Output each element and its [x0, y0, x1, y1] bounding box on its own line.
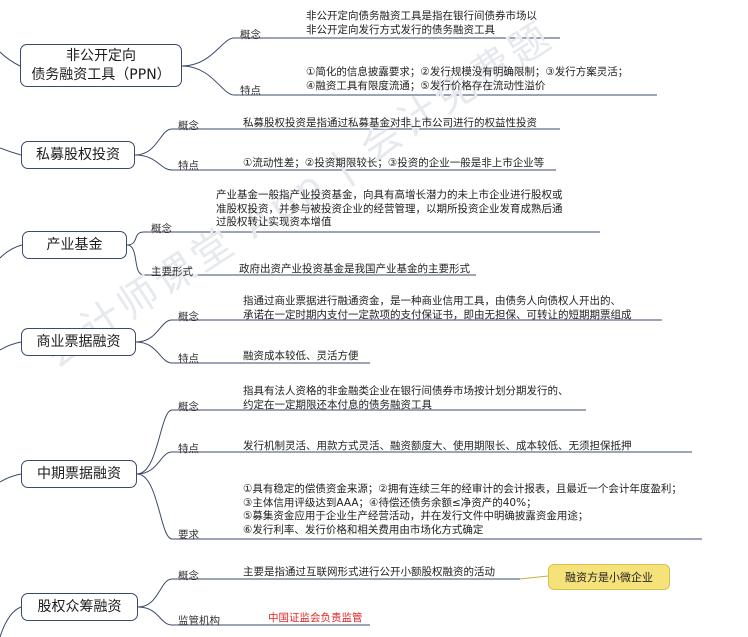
trunk-pe	[0, 147, 22, 156]
label-ec-concept: 概念	[178, 570, 199, 582]
connector-3-0	[135, 319, 662, 343]
node-industry-fund[interactable]: 产业基金	[22, 231, 127, 259]
connector-0-1	[181, 65, 657, 96]
trunk-cp	[0, 341, 22, 351]
label-ec-regulator: 监管机构	[178, 615, 220, 627]
label-mtn-requirement: 要求	[178, 529, 199, 541]
label-cp-feature: 特点	[178, 353, 199, 365]
text-pe-feature: ①流动性差；②投资期限较长；③投资的企业一般是非上市企业等	[243, 157, 545, 169]
text-cp-concept: 指通过商业票据进行融通资金，是一种商业信用工具，由债务人向债权人开出的、承诺在一…	[243, 295, 632, 321]
label-mtn-feature: 特点	[178, 443, 199, 455]
label-cp-concept: 概念	[178, 311, 199, 323]
label-mtn-concept: 概念	[178, 401, 199, 413]
trunk-ppn	[0, 51, 21, 67]
text-mtn-requirement: ①具有稳定的偿债资金来源；②拥有连续三年的经审计的会计报表，且最近一个会计年度盈…	[243, 483, 682, 536]
label-pe-feature: 特点	[178, 160, 199, 172]
text-ec-concept: 主要是指通过互联网形式进行公开小额股权融资的活动	[243, 566, 495, 578]
node-ppn[interactable]: 非公开定向债务融资工具（PPN）	[20, 44, 182, 87]
text-if-concept: 产业基金一般指产业投资基金，向具有高增长潜力的未上市企业进行股权或准股权投资，并…	[216, 189, 563, 228]
connector-3-1	[135, 341, 370, 364]
text-if-form: 政府出资产业投资基金是我国产业基金的主要形式	[239, 263, 470, 275]
connector-5-0	[137, 578, 520, 608]
connector-2-0	[126, 231, 600, 246]
text-mtn-concept: 指具有法人资格的非金融类企业在银行间债券市场按计划分期发行的、约定在一定期限还本…	[243, 385, 569, 411]
text-cp-feature: 融资成本较低、灵活方便	[243, 350, 359, 362]
trunk-if	[0, 244, 23, 259]
connector-4-1	[136, 451, 692, 475]
node-ppn-line1: 非公开定向	[65, 47, 136, 64]
connector-0-0	[181, 37, 560, 67]
connector-1-1	[134, 154, 556, 171]
trunk-ec	[0, 606, 22, 637]
text-pe-concept: 私募股权投资是指通过私募基金对非上市公司进行的权益性投资	[243, 117, 537, 129]
node-medium-term-note[interactable]: 中期票据融资	[21, 460, 137, 488]
connector-2-1	[126, 244, 476, 276]
label-ppn-concept: 概念	[240, 29, 261, 41]
text-ppn-feature: ①简化的信息披露要求；②发行规模没有明确限制；③发行方案灵活；④融资工具有限度流…	[306, 66, 629, 92]
label-if-form: 主要形式	[151, 266, 193, 278]
node-equity-crowdfunding[interactable]: 股权众筹融资	[21, 593, 138, 621]
connector-4-2	[136, 473, 702, 540]
connector-4-0	[136, 409, 586, 475]
trunk-mtn	[0, 473, 22, 483]
node-ppn-line2: 债务融资工具（PPN）	[31, 66, 171, 83]
label-if-concept: 概念	[151, 223, 172, 235]
node-commercial-paper[interactable]: 商业票据融资	[21, 328, 136, 356]
label-ppn-feature: 特点	[240, 85, 261, 97]
text-mtn-feature: 发行机制灵活、用款方式灵活、融资额度大、使用期限长、成本较低、无须担保抵押	[243, 440, 632, 452]
text-ppn-concept: 非公开定向债务融资工具是指在银行间债券市场以非公开定向发行方式发行的债务融资工具	[306, 10, 537, 36]
connector-1-0	[134, 128, 560, 156]
note-link	[519, 575, 549, 580]
node-private-equity[interactable]: 私募股权投资	[21, 141, 135, 169]
text-ec-regulator: 中国证监会负责监管	[268, 612, 363, 624]
note-callout: 融资方是小微企业	[548, 564, 670, 590]
label-pe-concept: 概念	[178, 120, 199, 132]
connector-5-1	[137, 606, 370, 626]
